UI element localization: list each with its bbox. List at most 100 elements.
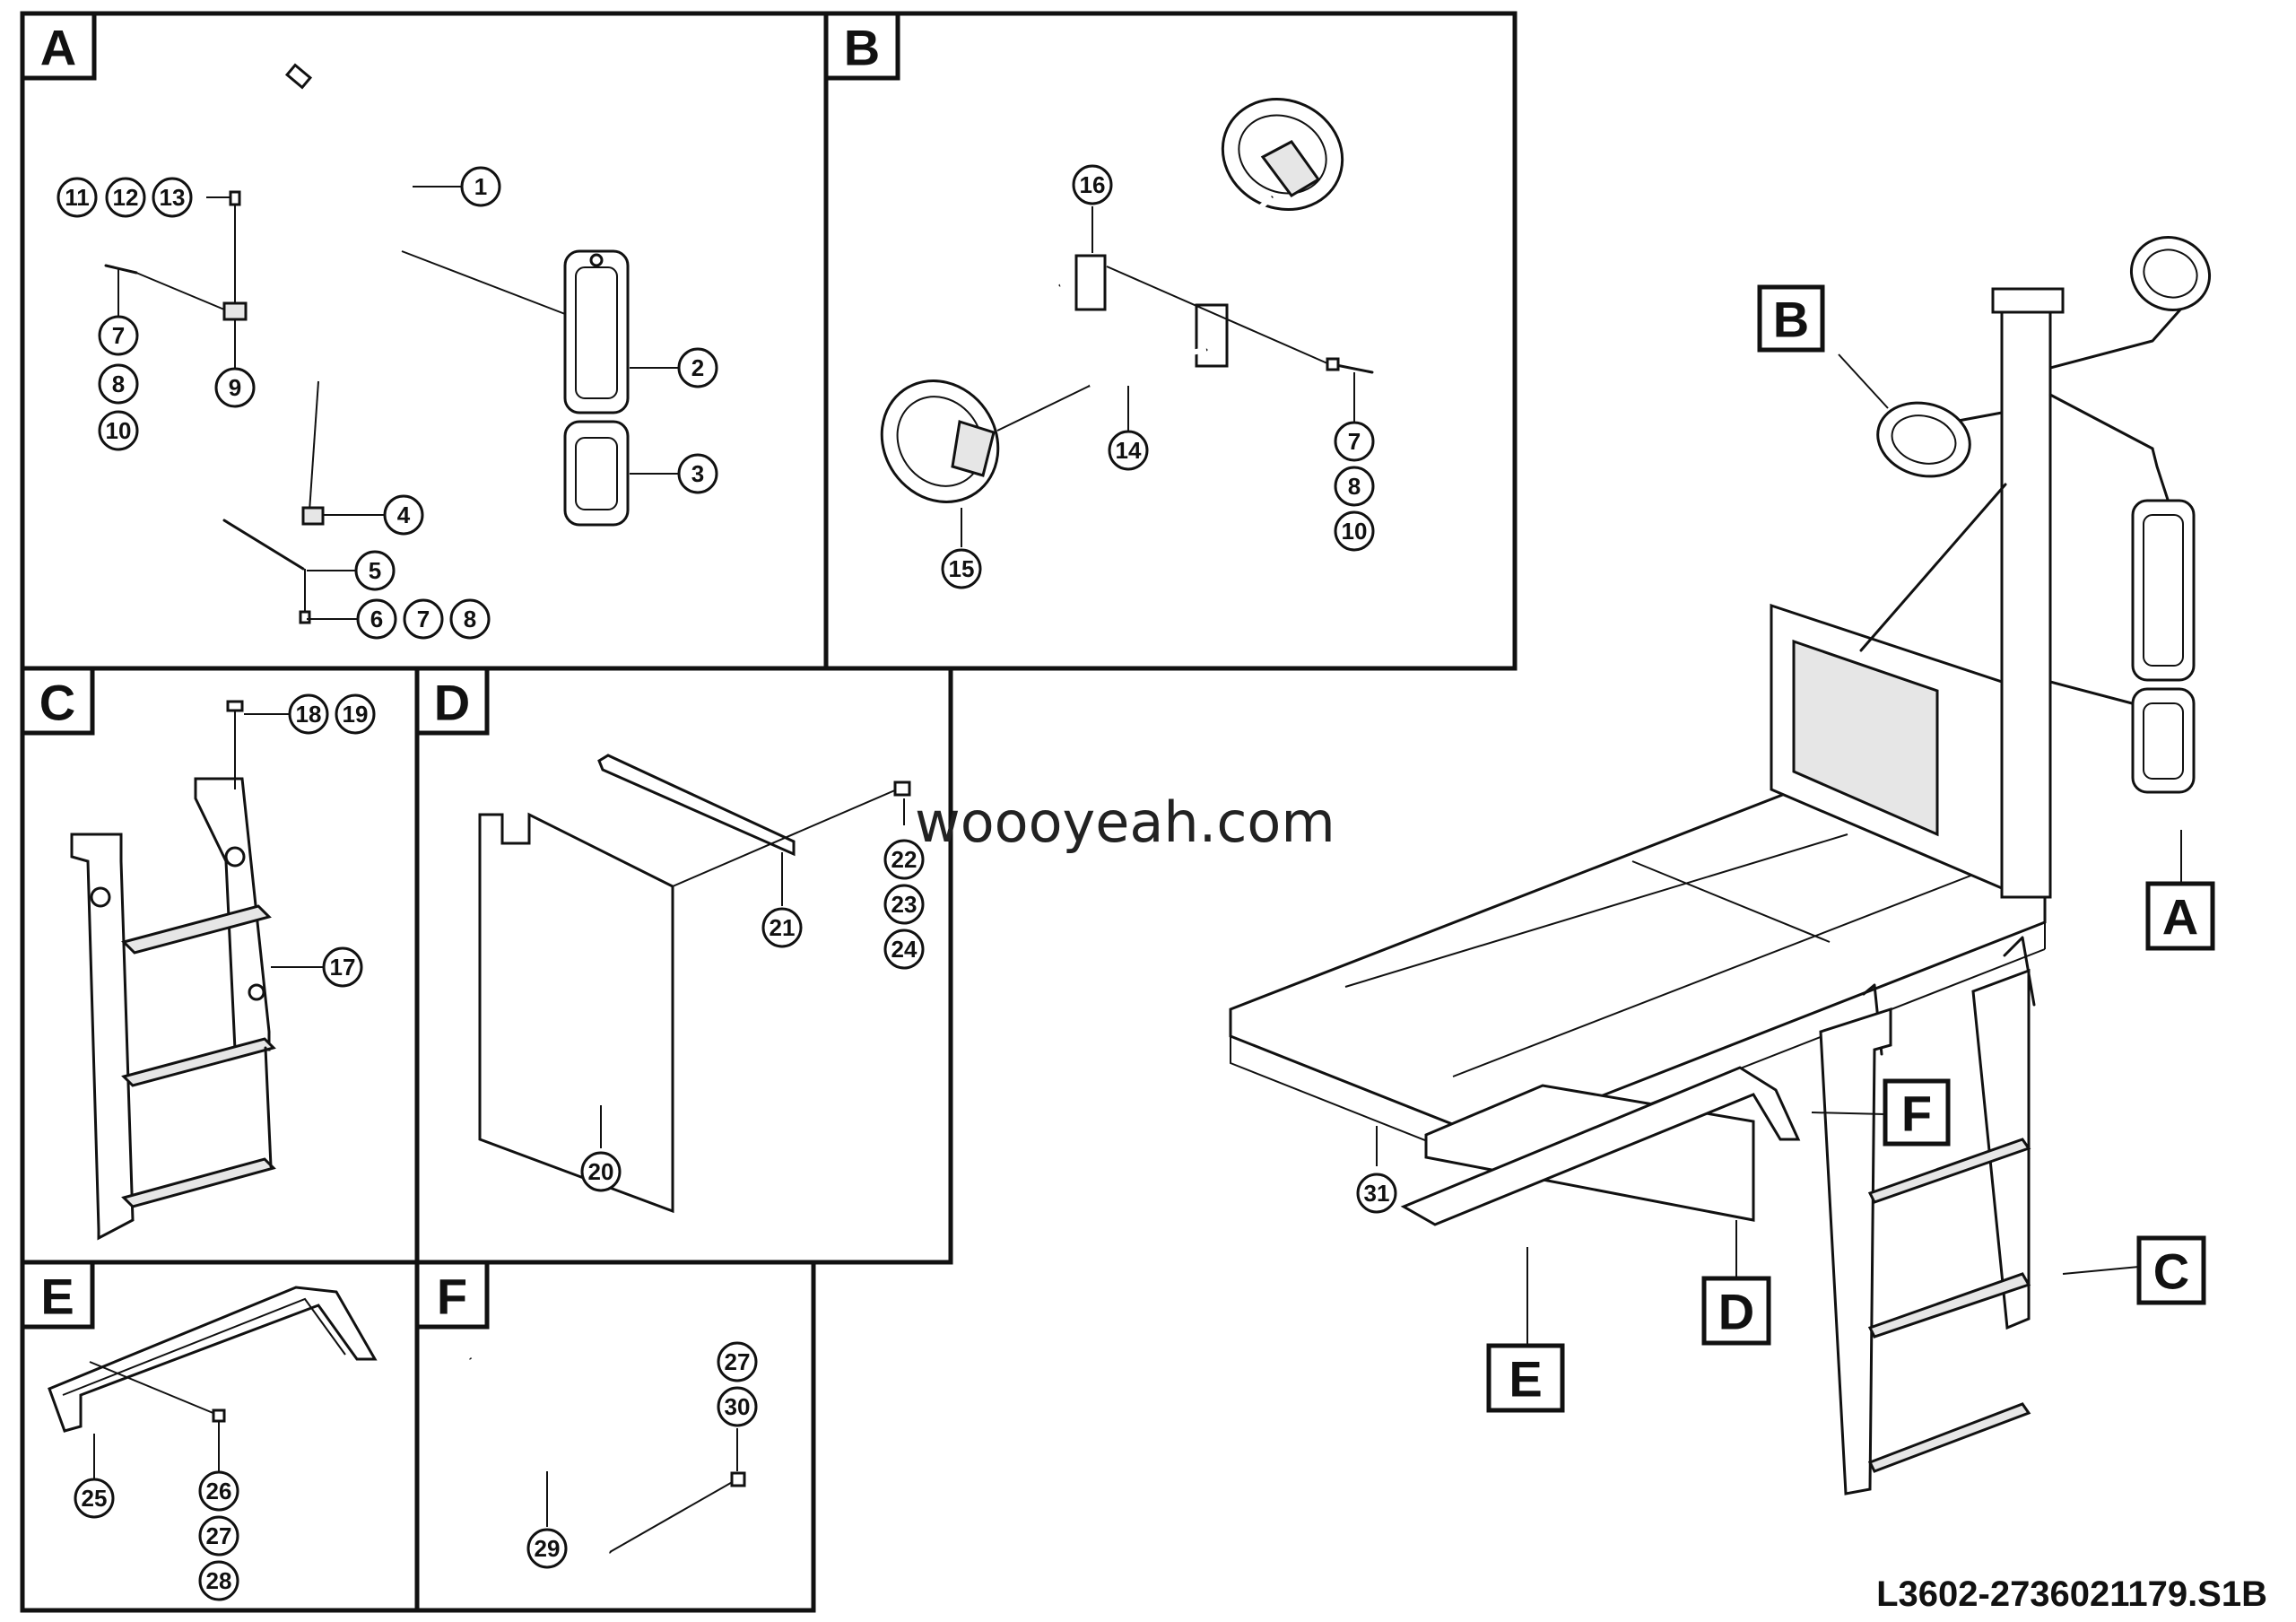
- callout-3: 4: [383, 494, 424, 536]
- panel-label-c: C: [20, 666, 95, 736]
- callout-12: 11: [57, 177, 98, 218]
- callout-29: 25: [74, 1478, 115, 1519]
- callout-number: 15: [949, 555, 975, 582]
- callout-17: 15: [941, 548, 982, 589]
- callout-4: 5: [354, 550, 396, 591]
- panel-label-e: E: [20, 1260, 95, 1330]
- callout-number: 7: [1348, 428, 1361, 455]
- callout-circle: [717, 1386, 758, 1427]
- callout-circle: [449, 598, 491, 640]
- callout-number: 9: [229, 374, 241, 401]
- callout-circle: [198, 1560, 239, 1601]
- overview-label-a: A: [2145, 881, 2215, 951]
- callout-30: 26: [198, 1470, 239, 1512]
- callout-circle: [354, 550, 396, 591]
- panel-label-f: F: [414, 1260, 490, 1330]
- callout-5: 6: [356, 598, 397, 640]
- panel-a-frame: [20, 11, 829, 671]
- callout-number: 27: [725, 1348, 751, 1375]
- callout-number: 22: [891, 846, 918, 873]
- callout-32: 28: [198, 1560, 239, 1601]
- panel-e-drawing: [48, 1286, 378, 1478]
- callout-28: 20: [580, 1151, 622, 1192]
- callout-25: 23: [883, 884, 925, 925]
- callout-26: 24: [883, 929, 925, 970]
- panel-label-a-text: A: [40, 20, 76, 76]
- callout-circle: [1356, 1173, 1397, 1214]
- callout-circle: [105, 177, 146, 218]
- callout-20: 10: [1334, 510, 1375, 552]
- callout-35: 29: [526, 1528, 568, 1569]
- callout-number: 16: [1080, 171, 1106, 198]
- callout-circle: [335, 693, 376, 735]
- panel-label-d: D: [414, 666, 490, 736]
- panel-label-a: A: [20, 11, 97, 81]
- panel-label-d-text: D: [434, 675, 470, 731]
- callout-circle: [761, 907, 803, 948]
- callout-number: 19: [343, 701, 369, 728]
- callout-number: 21: [770, 914, 796, 941]
- callout-circle: [288, 693, 329, 735]
- callout-number: 26: [206, 1478, 232, 1504]
- panel-label-f-text: F: [437, 1269, 467, 1325]
- callout-22: 19: [335, 693, 376, 735]
- callout-circle: [1334, 421, 1375, 462]
- callout-number: 1: [474, 173, 487, 200]
- callout-number: 23: [891, 891, 918, 918]
- callout-27: 21: [761, 907, 803, 948]
- callout-14: 13: [152, 177, 193, 218]
- callout-number: 7: [417, 606, 430, 632]
- panel-f-drawing: [468, 1357, 746, 1554]
- callout-circle: [1334, 466, 1375, 507]
- panel-label-b: B: [823, 11, 900, 81]
- callout-circle: [214, 367, 256, 408]
- callout-circle: [57, 177, 98, 218]
- callout-number: 8: [112, 371, 125, 397]
- callout-31: 27: [198, 1515, 239, 1557]
- callout-circle: [98, 363, 139, 405]
- callout-24: 22: [883, 839, 925, 880]
- callout-number: 11: [65, 184, 90, 211]
- callout-18: 7: [1334, 421, 1375, 462]
- callout-circle: [883, 884, 925, 925]
- callout-circle: [322, 946, 363, 988]
- callout-circle: [526, 1528, 568, 1569]
- panel-label-c-text: C: [39, 675, 75, 731]
- callout-16: 14: [1108, 430, 1149, 471]
- callout-10: 10: [98, 410, 139, 451]
- callout-number: 3: [691, 460, 704, 487]
- callout-15: 16: [1072, 164, 1113, 205]
- overview-label-b-text: B: [1773, 292, 1809, 348]
- callout-number: 5: [369, 557, 381, 584]
- callout-number: 2: [691, 354, 704, 381]
- callout-number: 7: [112, 322, 125, 349]
- callout-36: 31: [1356, 1173, 1397, 1214]
- callout-21: 18: [288, 693, 329, 735]
- callout-number: 4: [397, 501, 411, 528]
- panel-b-drawing: [880, 97, 1374, 547]
- callout-number: 24: [891, 936, 918, 963]
- callout-33: 27: [717, 1341, 758, 1382]
- callout-circle: [98, 410, 139, 451]
- callout-number: 27: [206, 1522, 232, 1549]
- overview-label-c: C: [2136, 1235, 2206, 1305]
- panel-c-drawing: [70, 700, 323, 1241]
- callout-circle: [941, 548, 982, 589]
- callout-number: 12: [113, 184, 139, 211]
- overview-label-e-text: E: [1509, 1351, 1542, 1408]
- overview-label-f-text: F: [1901, 1086, 1932, 1142]
- callout-circle: [460, 166, 501, 207]
- panel-f-frame: [414, 1260, 816, 1613]
- panel-label-b-text: B: [844, 20, 880, 76]
- callout-34: 30: [717, 1386, 758, 1427]
- callout-number: 10: [1342, 518, 1368, 545]
- callout-number: 28: [206, 1567, 232, 1594]
- callout-circle: [383, 494, 424, 536]
- callout-circle: [883, 839, 925, 880]
- callout-6: 7: [403, 598, 444, 640]
- callout-number: 29: [535, 1535, 561, 1562]
- panel-d-drawing: [478, 754, 911, 1214]
- overview-label-a-text: A: [2162, 889, 2198, 946]
